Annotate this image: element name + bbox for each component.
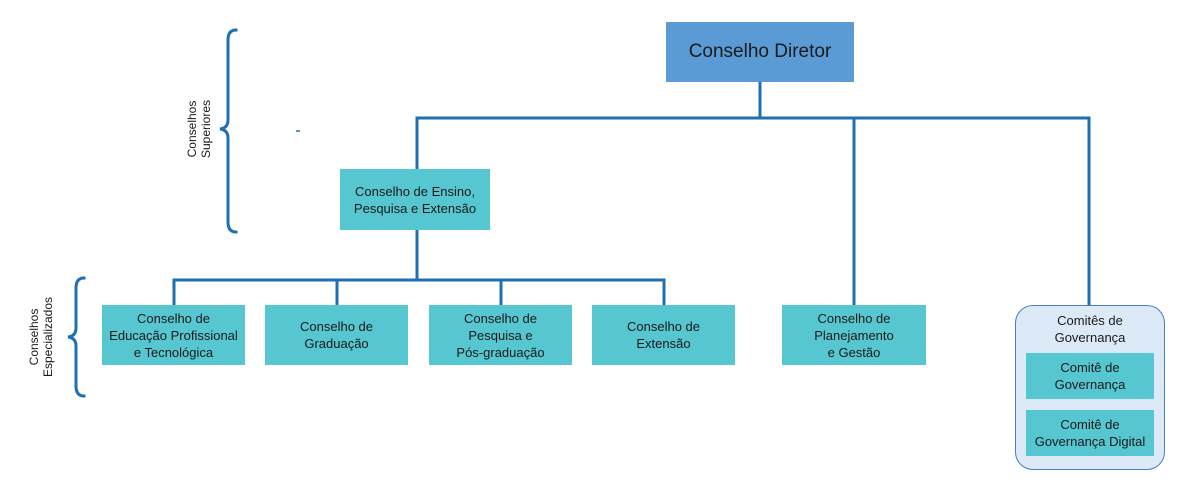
node-planejamento-label: Conselho de Planejamento e Gestão: [814, 310, 894, 360]
node-comite-governanca: Comitê de Governança: [1026, 353, 1154, 399]
node-extensao-label: Conselho de Extensão: [627, 319, 700, 351]
node-conselho-educacao-profissional: Conselho de Educação Profissional e Tecn…: [102, 305, 245, 365]
node-conselho-ensino-pesquisa-extensao: Conselho de Ensino, Pesquisa e Extensão: [340, 169, 490, 230]
panel-comites-governanca: Comitês de Governança Comitê de Governan…: [1015, 305, 1165, 470]
node-conselho-graduacao: Conselho de Graduação: [265, 305, 408, 365]
brace-superiores: [219, 28, 238, 234]
node-cepe-label: Conselho de Ensino, Pesquisa e Extensão: [353, 183, 477, 216]
brace-especializados: [67, 276, 86, 398]
node-conselho-diretor: Conselho Diretor: [666, 22, 854, 82]
node-graduacao-label: Conselho de Graduação: [300, 319, 373, 351]
node-comite-governanca-digital-label: Comitê de Governança Digital: [1034, 417, 1146, 449]
node-comite-governanca-label: Comitê de Governança: [1054, 360, 1126, 392]
node-pesquisa-label: Conselho de Pesquisa e Pós-graduação: [456, 310, 545, 360]
node-educacao-label: Conselho de Educação Profissional e Tecn…: [109, 310, 238, 360]
group-label-especializados: Conselhos Especializados: [27, 296, 55, 378]
node-conselho-pesquisa-pos-graduacao: Conselho de Pesquisa e Pós-graduação: [429, 305, 572, 365]
node-conselho-planejamento-gestao: Conselho de Planejamento e Gestão: [782, 305, 926, 365]
panel-comites-title: Comitês de Governança: [1054, 313, 1126, 345]
node-conselho-diretor-label: Conselho Diretor: [688, 41, 832, 62]
node-conselho-extensao: Conselho de Extensão: [592, 305, 735, 365]
group-label-superiores: Conselhos Superiores: [185, 99, 213, 159]
node-comite-governanca-digital: Comitê de Governança Digital: [1026, 410, 1154, 456]
